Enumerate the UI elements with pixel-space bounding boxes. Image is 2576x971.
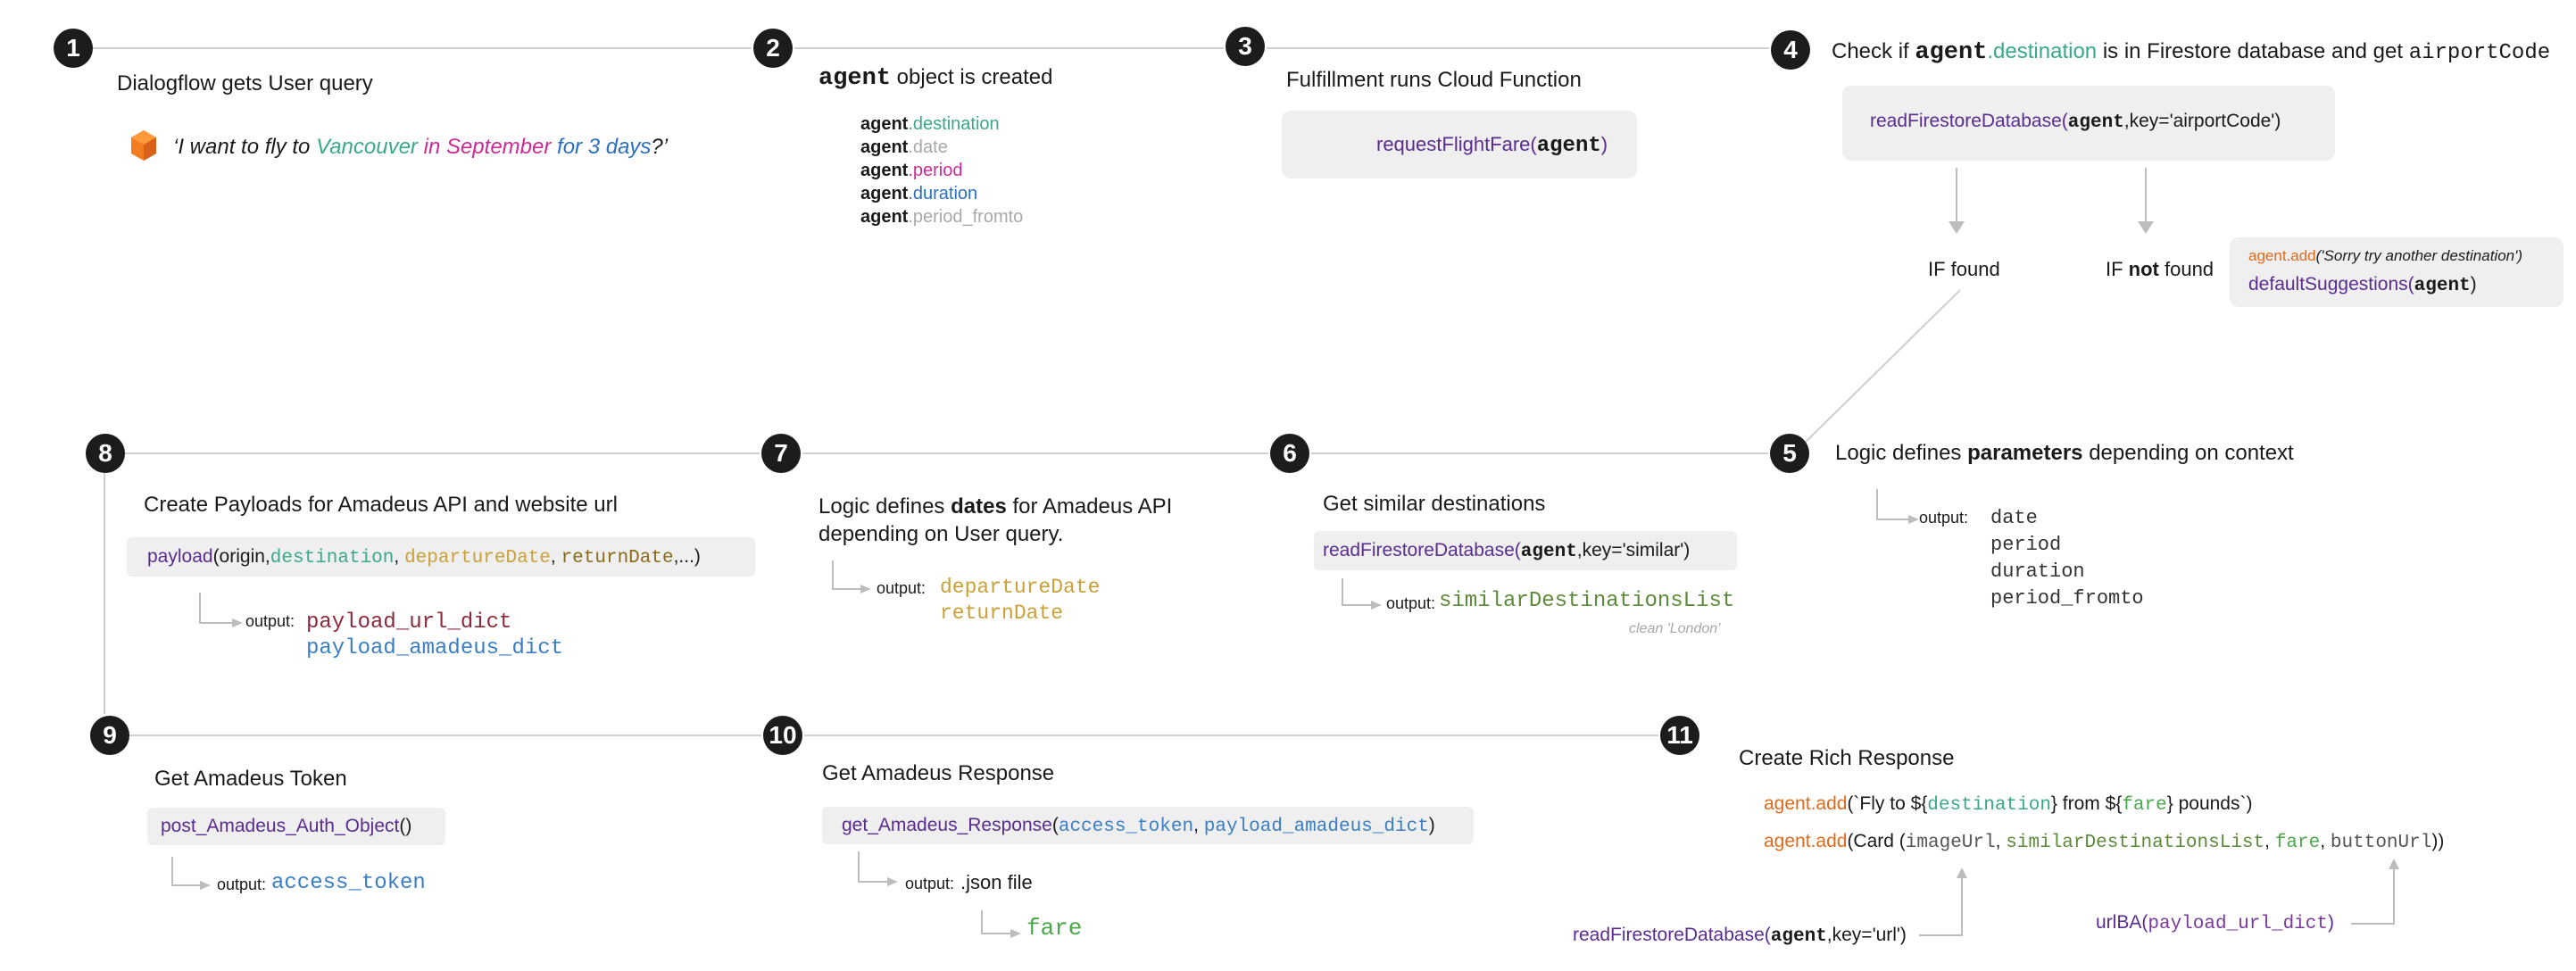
amadeus-response-call: get_Amadeus_Response(access_token, paylo… xyxy=(842,815,1435,837)
step-8-output-values: payload_url_dict payload_amadeus_dict xyxy=(306,610,563,661)
step-9-output-label: output: xyxy=(217,876,267,893)
not-found-box xyxy=(2230,237,2564,307)
output-departure-date: departureDate xyxy=(940,576,1101,599)
read-firestore-airport-call: readFirestoreDatabase(agent,key='airport… xyxy=(1870,111,2281,133)
agent-prop-duration: agent.duration xyxy=(860,184,978,203)
url-ba-call: urlBA(payload_url_dict) xyxy=(2096,912,2334,934)
query-open: ‘I want to fly to xyxy=(173,135,317,159)
payload-amadeus-dict: payload_amadeus_dict xyxy=(306,636,564,660)
step-7-output-values: departureDate returnDate xyxy=(940,575,1100,627)
agent-properties: agent.destination agent.date agent.perio… xyxy=(860,112,1023,228)
if-found-label: IF found xyxy=(1928,258,2000,280)
step-5-output-values: date period duration period_fromto xyxy=(1990,505,2144,612)
payload-call: payload(origin,destination, departureDat… xyxy=(147,546,701,568)
step-9-circle: 9 xyxy=(90,716,129,755)
step-11-title: Create Rich Response xyxy=(1739,746,1955,770)
step-10-output-label: output: xyxy=(905,875,955,892)
rich-response-line-1: agent.add(`Fly to ${destination} from ${… xyxy=(1764,793,2253,816)
step-1-circle: 1 xyxy=(54,29,93,68)
step-7-title: Logic defines dates for Amadeus API depe… xyxy=(819,494,1173,546)
step-10-circle: 10 xyxy=(763,716,802,755)
step-3-circle: 3 xyxy=(1226,27,1265,66)
step-8-circle: 8 xyxy=(86,434,125,473)
default-suggestions-call: defaultSuggestions(agent) xyxy=(2248,274,2477,296)
dialogflow-logo-icon xyxy=(131,130,156,161)
step-2-title-rest: object is created xyxy=(891,65,1053,89)
output-duration: duration xyxy=(1990,560,2085,583)
step-6-title: Get similar destinations xyxy=(1323,492,1546,516)
step-2-title-agent: agent xyxy=(819,65,892,92)
read-firestore-similar-call: readFirestoreDatabase(agent,key='similar… xyxy=(1323,540,1691,562)
similar-destinations-box xyxy=(1314,531,1737,570)
if-not-found-label: IF not found xyxy=(2106,258,2215,280)
step-2-title: agent object is created xyxy=(819,65,1052,92)
cloud-function-box xyxy=(1282,111,1637,178)
clean-london-note: clean 'London' xyxy=(1629,621,1721,636)
payload-box xyxy=(127,537,755,577)
read-firestore-url-call: readFirestoreDatabase(agent,key='url') xyxy=(1573,925,1907,947)
auth-object-box xyxy=(147,808,445,845)
agent-prop-date: agent.date xyxy=(860,137,948,157)
query-period: in September xyxy=(417,135,552,159)
similar-destinations-list: similarDestinationsList xyxy=(1439,589,1735,613)
step-6-circle: 6 xyxy=(1270,434,1309,473)
airport-code-box xyxy=(1842,86,2335,161)
request-flight-fare-call: requestFlightFare(agent) xyxy=(1376,133,1608,158)
agent-prop-destination: agent.destination xyxy=(860,114,1000,134)
step-7-circle: 7 xyxy=(761,434,801,473)
step-4-circle: 4 xyxy=(1771,30,1810,70)
step-10-title: Get Amadeus Response xyxy=(822,761,1055,785)
step-4-title: Check if agent.destination is in Firesto… xyxy=(1832,39,2551,66)
user-query: ‘I want to fly to Vancouver in September… xyxy=(173,135,668,160)
step-1-title: Dialogflow gets User query xyxy=(117,71,373,95)
query-close: ?’ xyxy=(651,135,669,159)
step-2-circle: 2 xyxy=(753,29,793,68)
output-period-fromto: period_fromto xyxy=(1990,587,2144,610)
agent-prop-period-fromto: agent.period_fromto xyxy=(860,207,1024,227)
payload-url-dict: payload_url_dict xyxy=(306,610,512,635)
step-11-circle: 11 xyxy=(1660,716,1699,755)
step-3-title: Fulfillment runs Cloud Function xyxy=(1286,68,1582,92)
step-5-output-label: output: xyxy=(1919,509,1969,527)
output-return-date: returnDate xyxy=(940,602,1064,625)
query-duration: for 3 days xyxy=(551,135,652,159)
step-5-title: Logic defines parameters depending on co… xyxy=(1835,441,2294,465)
access-token-output: access_token xyxy=(271,871,426,895)
sorry-add-call: agent.add('Sorry try another destination… xyxy=(2248,247,2523,264)
output-date: date xyxy=(1990,507,2038,529)
agent-prop-period: agent.period xyxy=(860,161,963,180)
json-file-output: .json file xyxy=(960,871,1033,893)
step-5-circle: 5 xyxy=(1770,434,1809,473)
amadeus-response-box xyxy=(822,807,1474,844)
step-9-title: Get Amadeus Token xyxy=(154,767,347,791)
step-7-output-label: output: xyxy=(877,579,927,597)
step-8-title: Create Payloads for Amadeus API and webs… xyxy=(144,493,618,517)
step-6-output-label: output: xyxy=(1386,594,1436,612)
output-period: period xyxy=(1990,534,2062,556)
query-destination: Vancouver xyxy=(316,135,418,159)
fare-output: fare xyxy=(1026,915,1083,942)
auth-object-call: post_Amadeus_Auth_Object() xyxy=(161,816,412,836)
step-8-output-label: output: xyxy=(245,612,295,630)
rich-response-line-2: agent.add(Card (imageUrl, similarDestina… xyxy=(1764,831,2445,853)
